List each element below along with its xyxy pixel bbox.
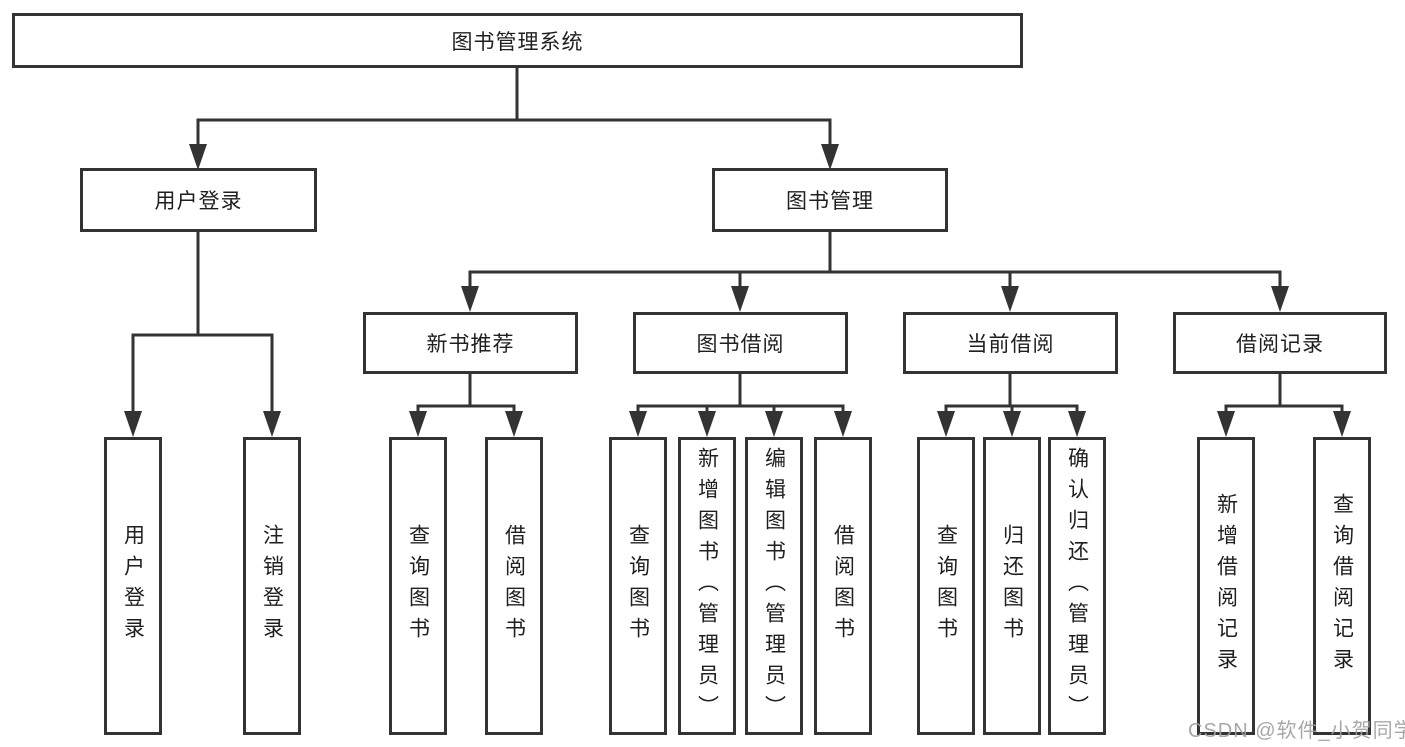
leaf-query-books-borrow: 查询图书 (609, 437, 667, 735)
leaf-label: 查询借阅记录 (1330, 493, 1354, 679)
node-current-borrowing: 当前借阅 (903, 312, 1118, 374)
leaf-query-books-current: 查询图书 (917, 437, 975, 735)
leaf-label: 编辑图书（管理员） (762, 446, 786, 726)
leaf-label: 新增借阅记录 (1214, 493, 1238, 679)
watermark: CSDN @软件_小贺同学 (1188, 720, 1405, 742)
leaf-label: 借阅图书 (831, 524, 855, 648)
leaf-borrow-books: 借阅图书 (814, 437, 872, 735)
node-library-management-system: 图书管理系统 (12, 13, 1023, 68)
leaf-label: 确认归还（管理员） (1065, 446, 1089, 726)
connector-record-to-leaves (1224, 374, 1344, 422)
leaf-edit-book-admin: 编辑图书（管理员） (745, 437, 803, 735)
leaf-label: 查询图书 (626, 524, 650, 648)
leaf-query-borrow-record: 查询借阅记录 (1313, 437, 1371, 735)
node-user-login: 用户登录 (80, 168, 317, 232)
leaf-return-books: 归还图书 (983, 437, 1041, 735)
leaf-logout: 注销登录 (243, 437, 301, 735)
leaf-label: 新增图书（管理员） (695, 446, 719, 726)
connector-root-to-level2 (196, 68, 832, 150)
leaf-label: 用户登录 (121, 524, 145, 648)
leaf-confirm-return-admin: 确认归还（管理员） (1048, 437, 1106, 735)
leaf-label: 归还图书 (1000, 524, 1024, 648)
node-label: 图书管理系统 (451, 30, 584, 54)
leaf-add-borrow-record: 新增借阅记录 (1197, 437, 1255, 735)
node-label: 图书管理 (786, 190, 874, 213)
connector-recommend-to-leaves (416, 374, 516, 422)
leaf-user-login: 用户登录 (104, 437, 162, 735)
connector-borrow-to-leaves (636, 374, 845, 422)
leaf-label: 查询图书 (934, 524, 958, 648)
node-label: 借阅记录 (1236, 333, 1324, 356)
leaf-borrow-books-recommend: 借阅图书 (485, 437, 543, 735)
connector-bookmgmt-to-level3 (468, 232, 1282, 292)
leaf-query-books-recommend: 查询图书 (389, 437, 447, 735)
node-book-management: 图书管理 (712, 168, 948, 232)
node-label: 图书借阅 (696, 333, 785, 356)
node-label: 当前借阅 (966, 333, 1055, 356)
node-book-borrowing: 图书借阅 (633, 312, 848, 374)
arrowheads (124, 144, 1351, 437)
leaf-add-book-admin: 新增图书（管理员） (678, 437, 736, 735)
node-new-book-recommendation: 新书推荐 (363, 312, 578, 374)
connector-userlogin-to-leaves (131, 232, 274, 418)
leaf-label: 借阅图书 (502, 524, 526, 648)
leaf-label: 注销登录 (260, 524, 284, 648)
node-borrowing-records: 借阅记录 (1173, 312, 1387, 374)
node-label: 用户登录 (154, 190, 243, 213)
node-label: 新书推荐 (426, 333, 515, 356)
leaf-label: 查询图书 (406, 524, 430, 648)
